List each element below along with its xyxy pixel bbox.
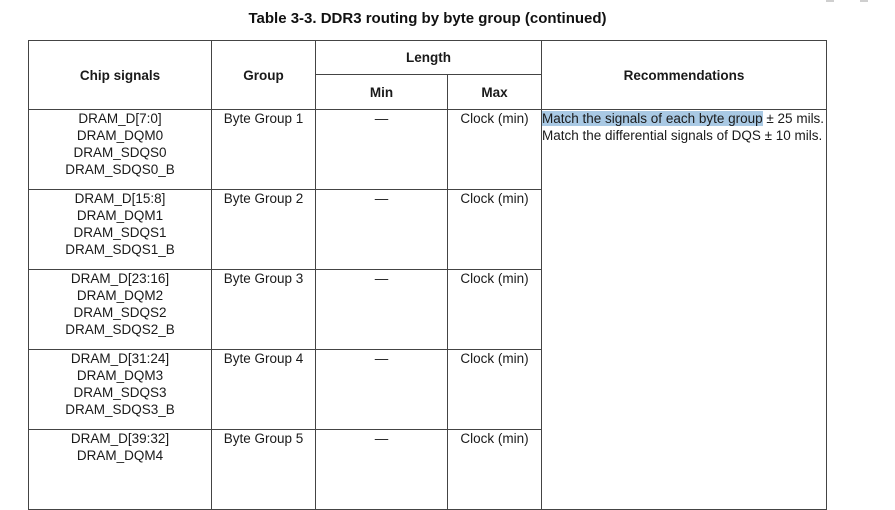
signal-name: DRAM_SDQS0_B — [65, 162, 175, 177]
selected-text-highlight[interactable]: Match the signals of each byte group — [542, 111, 763, 126]
recommendations-cell: Match the signals of each byte group ± 2… — [541, 109, 827, 510]
signal-name: DRAM_SDQS3_B — [65, 402, 175, 417]
signal-name: DRAM_DQM0 — [76, 128, 164, 143]
header-length: Length — [315, 40, 542, 75]
header-max: Max — [447, 74, 542, 110]
signal-name: DRAM_D[39:32] — [70, 431, 170, 446]
length-min-cell: — — [315, 109, 448, 190]
header-recommendations: Recommendations — [541, 40, 827, 110]
signal-name: DRAM_D[15:8] — [74, 191, 166, 206]
recommendation-dqs: Match the differential signals of DQS ± … — [542, 128, 823, 143]
recommendation-byte-group-rest: ± 25 mils. — [762, 111, 825, 126]
length-min-cell: — — [315, 189, 448, 270]
header-chip-signals: Chip signals — [28, 40, 212, 110]
signal-name: DRAM_SDQS2 — [73, 305, 167, 320]
group-cell: Byte Group 3 — [211, 269, 316, 350]
length-max-cell: Clock (min) — [447, 269, 542, 350]
length-max-cell: Clock (min) — [447, 189, 542, 270]
group-cell: Byte Group 1 — [211, 109, 316, 190]
length-min-cell: — — [315, 429, 448, 510]
signal-name: DRAM_SDQS2_B — [65, 322, 175, 337]
length-max-cell: Clock (min) — [447, 429, 542, 510]
signal-name: DRAM_SDQS3 — [73, 385, 167, 400]
length-min-cell: — — [315, 269, 448, 350]
group-cell: Byte Group 5 — [211, 429, 316, 510]
header-group: Group — [211, 40, 316, 110]
ddr3-routing-table: Chip signals Group Length Recommendation… — [28, 40, 827, 510]
group-cell: Byte Group 2 — [211, 189, 316, 270]
corner-mark-right — [860, 0, 868, 2]
signal-name: DRAM_DQM3 — [76, 368, 164, 383]
table-caption: Table 3-3. DDR3 routing by byte group (c… — [248, 10, 607, 27]
signal-name: DRAM_D[23:16] — [70, 271, 170, 286]
signal-name: DRAM_SDQS1_B — [65, 242, 175, 257]
corner-mark-left — [826, 0, 834, 2]
group-cell: Byte Group 4 — [211, 349, 316, 430]
header-min: Min — [315, 74, 448, 110]
header-subrow: Min Max — [29, 74, 827, 110]
header-row: Chip signals Group Length Recommendation… — [28, 40, 827, 110]
signal-name: DRAM_D[7:0] — [78, 111, 162, 126]
recommendation-byte-group: Match the signals of each byte group ± 2… — [542, 110, 826, 127]
length-max-cell: Clock (min) — [447, 109, 542, 190]
signal-name: DRAM_DQM1 — [76, 208, 164, 223]
signal-name: DRAM_SDQS1 — [73, 225, 167, 240]
signal-name: DRAM_SDQS0 — [73, 145, 167, 160]
chip-signals-cell: DRAM_D[39:32]DRAM_DQM4 — [28, 429, 212, 510]
length-max-cell: Clock (min) — [447, 349, 542, 430]
signal-name: DRAM_D[31:24] — [70, 351, 170, 366]
length-min-cell: — — [315, 349, 448, 430]
signal-name: DRAM_DQM2 — [76, 288, 164, 303]
